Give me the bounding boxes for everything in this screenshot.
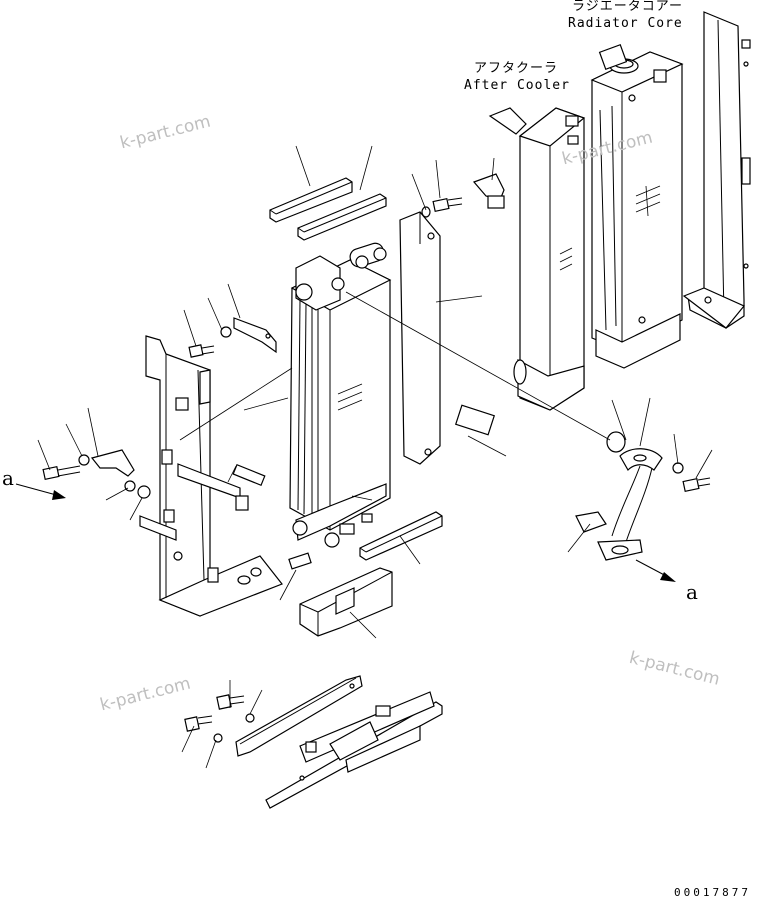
- leader-lines: [37, 145, 713, 769]
- pipe-icon[interactable]: [575, 431, 663, 561]
- radiator-core-label-en: Radiator Core: [568, 16, 683, 31]
- connector-a-right: a: [686, 580, 698, 604]
- bottom-rail-icon[interactable]: [235, 675, 443, 809]
- connector-a-left: a: [2, 466, 14, 490]
- frame-bracket-icon[interactable]: [139, 335, 283, 617]
- radiator-assembly-icon[interactable]: [289, 241, 392, 548]
- mounting-bracket-icon[interactable]: [90, 317, 277, 477]
- bolt-icon[interactable]: [42, 197, 711, 732]
- clip-icon[interactable]: [454, 173, 505, 436]
- after-cooler-label-jp: アフタクーラ: [474, 61, 559, 76]
- radiator-core-label-jp: ラジエータコアー: [572, 0, 683, 14]
- lower-seal-block-icon[interactable]: [288, 511, 443, 637]
- cover-plate-icon[interactable]: [399, 211, 441, 465]
- drawing-number: 00017877: [674, 886, 751, 899]
- after-cooler-label-en: After Cooler: [464, 78, 570, 93]
- seal-block-icon[interactable]: [269, 177, 387, 241]
- radiator-core-icon[interactable]: [590, 44, 684, 369]
- arrow-icon: [15, 483, 676, 582]
- side-plate-icon[interactable]: [682, 11, 751, 329]
